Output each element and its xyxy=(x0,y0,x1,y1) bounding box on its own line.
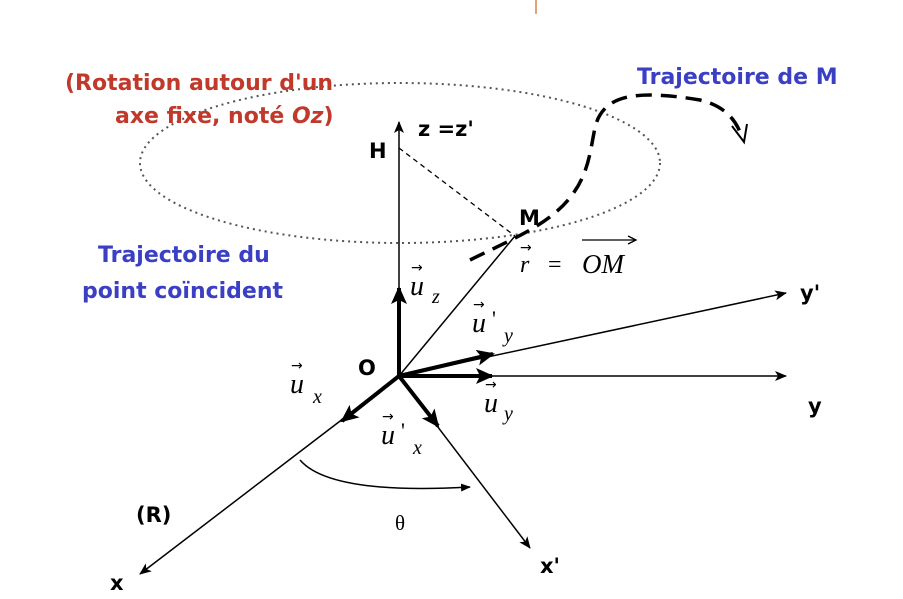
svg-text:y: y xyxy=(502,325,513,347)
frame-r-label: (R) xyxy=(136,503,171,527)
z-axis-label: z =z' xyxy=(418,117,474,141)
y-prime-axis-label: y' xyxy=(800,281,820,305)
svg-text:y: y xyxy=(502,403,513,425)
equals-sign: = xyxy=(548,252,562,278)
point-h-label: H xyxy=(369,139,387,163)
theta-arc xyxy=(299,459,471,492)
theta-label: θ xyxy=(395,511,405,535)
u-x-label: u → x xyxy=(290,358,322,408)
svg-text:x: x xyxy=(412,437,422,459)
point-o-label: O xyxy=(358,356,376,380)
u-prime-y-arrow-glyph: → xyxy=(473,297,485,313)
oz-label: Oz xyxy=(292,104,324,129)
x-prime-axis-label: x' xyxy=(540,554,560,578)
u-y-label: u → y xyxy=(484,377,513,425)
y-axis-label: y xyxy=(808,394,822,418)
svg-text:x: x xyxy=(312,386,322,408)
x-axis-label: x xyxy=(110,571,124,595)
svg-text:u: u xyxy=(410,271,424,302)
trajectory-m-curve xyxy=(469,93,742,262)
r-arrow-glyph: → xyxy=(520,240,532,256)
svg-text:': ' xyxy=(492,306,496,331)
coincident-trajectory-line1: Trajectoire du xyxy=(98,243,270,268)
svg-text:u: u xyxy=(290,369,304,400)
u-prime-x-arrow-glyph: → xyxy=(382,409,394,425)
rotation-note-line1: (Rotation autour d'un xyxy=(65,71,333,96)
u-prime-y-label: u → ' y xyxy=(472,297,513,347)
u-prime-x-label: u → ' x xyxy=(381,409,422,459)
r-vector-label: r xyxy=(520,252,530,278)
svg-text:u: u xyxy=(381,420,395,451)
svg-text:u: u xyxy=(484,388,498,419)
coincident-trajectory-line2: point coïncident xyxy=(82,279,284,304)
u-z-arrow-glyph: → xyxy=(411,260,423,276)
r-equals-om: r → = OM xyxy=(520,235,638,279)
u-x-arrow-glyph: → xyxy=(291,358,303,374)
om-segment xyxy=(398,235,516,377)
u-prime-y-vector xyxy=(398,349,495,378)
u-x-vector xyxy=(340,374,401,423)
u-y-arrow-glyph: → xyxy=(485,377,497,393)
svg-text:': ' xyxy=(401,418,405,443)
om-label: OM xyxy=(582,249,625,279)
point-m-label: M xyxy=(519,206,540,230)
svg-text:z: z xyxy=(431,286,440,308)
svg-text:u: u xyxy=(472,308,486,339)
rotation-note-line2: axe fixe, noté Oz) xyxy=(115,104,334,129)
om-overline-arrowhead xyxy=(627,235,638,245)
hm-dashed-segment xyxy=(398,147,516,237)
trajectory-m-arrowhead xyxy=(731,123,748,145)
trajectory-m-label: Trajectoire de M xyxy=(637,65,838,90)
u-z-label: u → z xyxy=(410,260,440,308)
rotation-ellipse xyxy=(139,82,661,244)
u-prime-x-vector xyxy=(397,374,440,428)
